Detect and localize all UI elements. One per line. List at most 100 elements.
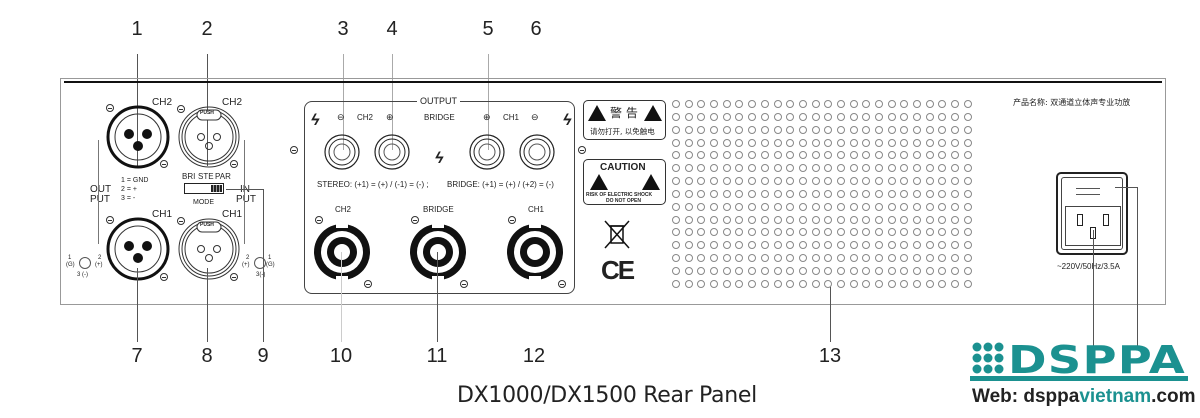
vent-hole (697, 279, 706, 288)
vent-hole (697, 241, 706, 250)
vent-hole (773, 215, 782, 224)
vent-hole (773, 266, 782, 275)
web-accent: vietnam (1079, 386, 1152, 407)
xlr-input-ch1[interactable] (176, 216, 242, 282)
vent-hole (875, 100, 883, 108)
speakon-ch2[interactable] (312, 222, 372, 282)
vent-hole (900, 151, 909, 160)
vent-hole (811, 241, 820, 250)
vent-hole (735, 112, 744, 121)
vent-hole (963, 138, 972, 147)
vent-hole (836, 228, 845, 237)
vent-hole (760, 241, 769, 250)
vent-hole (786, 202, 795, 211)
vent-hole (722, 254, 731, 263)
vent-hole (722, 241, 731, 250)
vent-hole (748, 164, 757, 173)
pin-right-3: 3(-) (256, 272, 266, 278)
xlr-output-ch2[interactable] (105, 104, 171, 170)
vent-hole (760, 266, 769, 275)
vent-hole (887, 138, 896, 147)
vent-hole (862, 228, 871, 237)
vent-hole (697, 266, 706, 275)
vent-hole (862, 254, 871, 263)
vent-hole (913, 279, 922, 288)
vent-hole (760, 189, 769, 198)
vent-hole (773, 138, 782, 147)
vent-hole (913, 164, 922, 173)
vent-hole (900, 125, 909, 134)
vent-hole (875, 125, 883, 134)
vent-hole (862, 241, 871, 250)
vent-hole (900, 202, 909, 211)
vent-hole (849, 279, 858, 288)
vent-hole (862, 100, 871, 108)
speakon-bridge-label: BRIDGE (423, 205, 454, 214)
speakon-ch1-label: CH1 (528, 205, 545, 214)
pin-diagram-left (79, 257, 91, 269)
pin-left-1: 1 (68, 255, 72, 261)
bridge-wiring-note: BRIDGE: (+1) = (+) / (+2) = (-) (447, 180, 554, 189)
vent-hole (786, 215, 795, 224)
vent-hole (811, 279, 820, 288)
binding-post-ch1-minus[interactable] (517, 132, 557, 172)
ch2-minus-icon: ⊖ (337, 112, 345, 122)
vent-hole (760, 138, 769, 147)
vent-hole (748, 189, 757, 198)
vent-hole (849, 164, 858, 173)
callout-6: 6 (530, 18, 542, 40)
vent-hole (672, 100, 680, 108)
vent-hole (913, 151, 922, 160)
vent-hole (849, 202, 858, 211)
vent-hole (836, 241, 845, 250)
vent-hole (963, 202, 972, 211)
binding-post-ch1-plus[interactable] (467, 132, 507, 172)
vent-hole (836, 254, 845, 263)
vent-hole (811, 112, 820, 121)
power-inlet[interactable] (1056, 172, 1128, 255)
push-label-ch1: PUSH (200, 222, 214, 228)
pinout-2: 2 = + (121, 186, 137, 193)
vent-hole (735, 125, 744, 134)
pin-left-2: 2 (98, 255, 102, 261)
vent-hole (938, 138, 947, 147)
speakon-ch1[interactable] (505, 222, 565, 282)
vent-hole (811, 228, 820, 237)
binding-post-ch2-plus[interactable] (372, 132, 412, 172)
vent-hole (900, 215, 909, 224)
vent-hole (836, 164, 845, 173)
mode-switch-knob[interactable] (211, 185, 222, 192)
vent-hole (900, 177, 909, 186)
binding-post-ch2-minus[interactable] (322, 132, 362, 172)
vent-hole (748, 279, 757, 288)
vent-hole (963, 100, 972, 108)
vent-hole (824, 241, 833, 250)
power-rating: ~220V/50Hz/3.5A (1057, 262, 1120, 271)
xlr-input-ch2[interactable] (176, 104, 242, 170)
vent-hole (672, 202, 680, 211)
vent-hole (748, 254, 757, 263)
screw-icon (160, 273, 168, 281)
vent-hole (760, 254, 769, 263)
vent-hole (697, 151, 706, 160)
mode-switch[interactable] (184, 183, 224, 194)
vent-hole (786, 151, 795, 160)
pin-right-g: (G) (266, 262, 275, 268)
vent-hole (951, 254, 960, 263)
vent-hole (710, 138, 719, 147)
vent-hole (735, 164, 744, 173)
vent-hole (773, 125, 782, 134)
website-url[interactable]: Web: dsppavietnam.com (972, 386, 1196, 408)
vent-hole (722, 125, 731, 134)
vent-hole (786, 177, 795, 186)
xlr-output-ch1[interactable] (105, 216, 171, 282)
vent-hole (722, 189, 731, 198)
vent-hole (900, 164, 909, 173)
vent-hole (748, 125, 757, 134)
vent-hole (938, 228, 947, 237)
speakon-bridge[interactable] (408, 222, 468, 282)
vent-hole (684, 164, 693, 173)
vent-hole (684, 112, 693, 121)
vent-hole (938, 125, 947, 134)
vent-hole (684, 215, 693, 224)
